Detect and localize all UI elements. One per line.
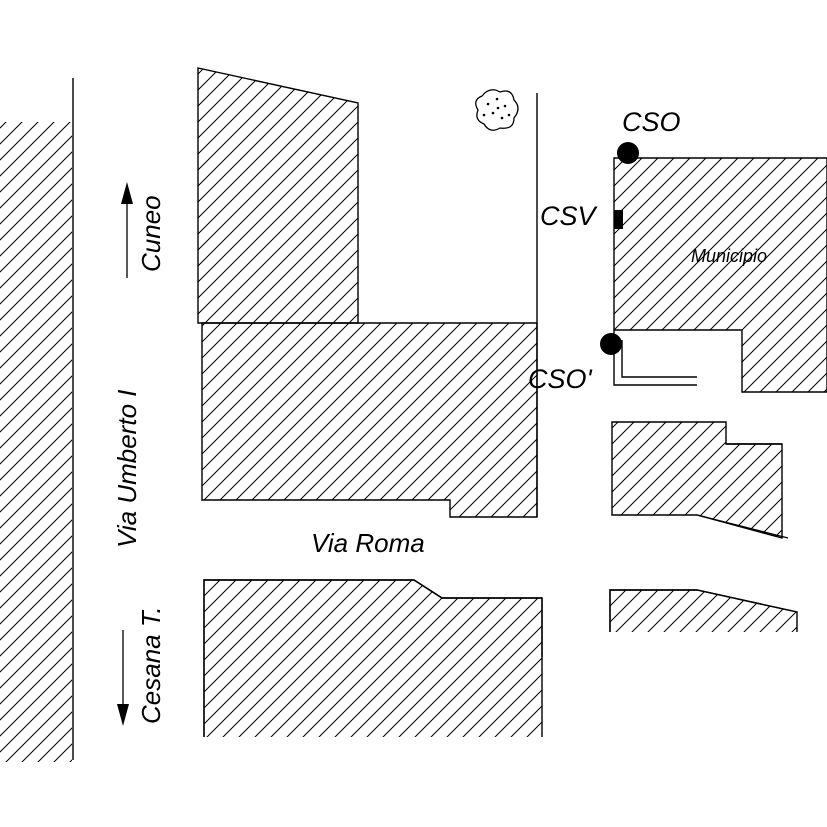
building-east-middle bbox=[611, 421, 783, 539]
building-central bbox=[201, 322, 538, 518]
label-cso: CSO bbox=[622, 107, 681, 137]
arrow-down-icon bbox=[117, 630, 129, 726]
channel-pipe-inner bbox=[621, 340, 697, 378]
tree-icon bbox=[475, 89, 519, 131]
hatched-area-west bbox=[0, 122, 72, 762]
station-csv-marker[interactable] bbox=[614, 210, 623, 229]
label-municipio: Municipio bbox=[691, 246, 767, 266]
label-csv: CSV bbox=[540, 201, 599, 231]
label-cesana: Cesana T. bbox=[136, 606, 166, 724]
label-via-umberto: Via Umberto I bbox=[112, 390, 142, 548]
station-cso-prime-dot[interactable] bbox=[600, 333, 622, 355]
building-south-west bbox=[203, 579, 543, 741]
label-cso-prime: CSO' bbox=[528, 364, 593, 394]
arrow-up-icon bbox=[121, 182, 133, 278]
label-cuneo: Cuneo bbox=[136, 195, 166, 272]
station-cso-dot[interactable] bbox=[617, 142, 639, 164]
building-municipio bbox=[613, 157, 827, 393]
label-via-roma: Via Roma bbox=[311, 528, 425, 558]
building-north-west bbox=[197, 67, 359, 324]
